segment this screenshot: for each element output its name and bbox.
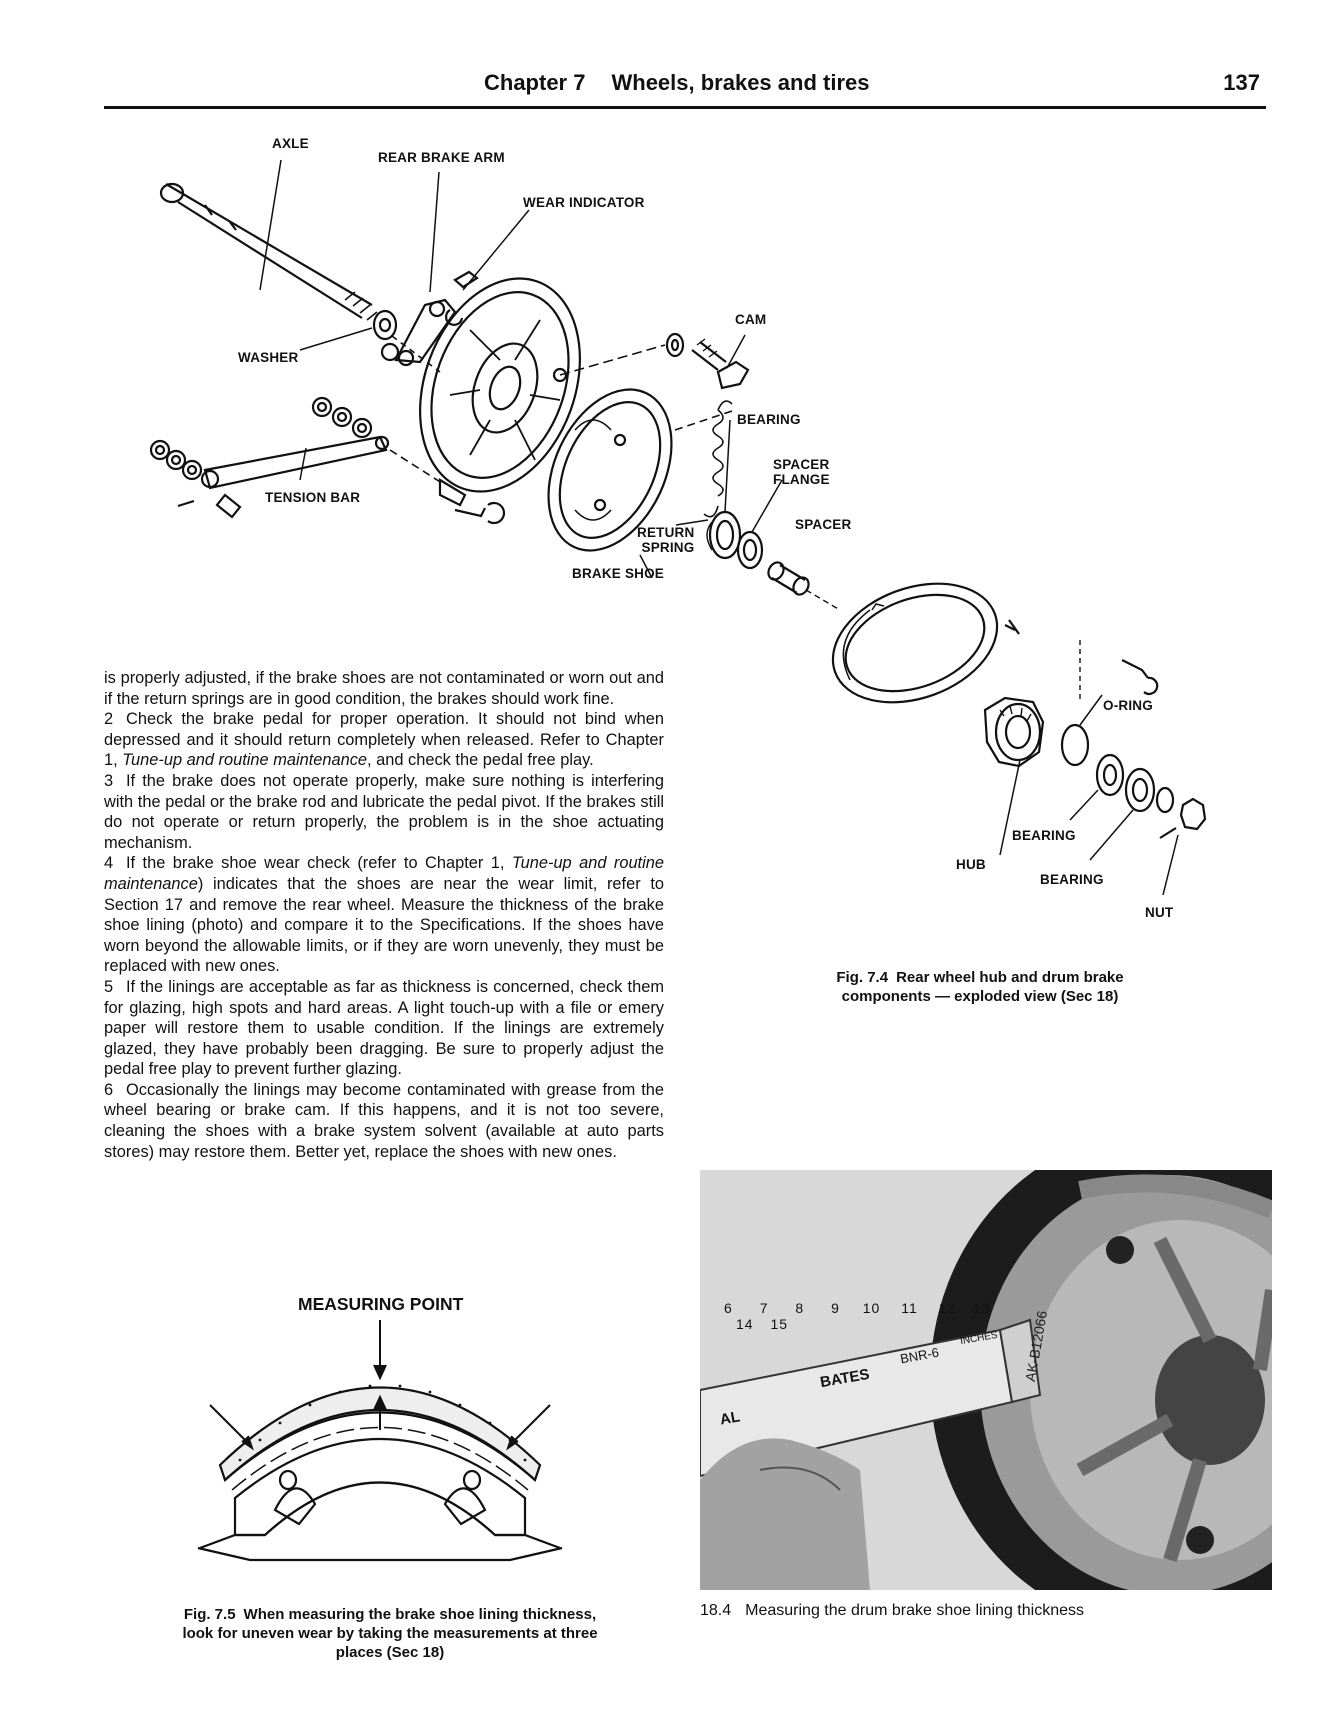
label-washer: WASHER [238, 350, 299, 365]
ruler-mark: 7 [759, 1300, 769, 1316]
ruler-mark: 15 [770, 1316, 789, 1332]
fig-7-5-text: When measuring the brake shoe lining thi… [182, 1606, 598, 1661]
ruler-print-al: AL [718, 1408, 742, 1429]
paragraph-5-text: If the linings are acceptable as far as … [104, 977, 664, 1079]
paragraph-5-number: 5 [104, 977, 114, 996]
ruler-mark: 12 [938, 1300, 957, 1316]
ruler-mark: 14 [736, 1316, 754, 1332]
brake-shoe-part [547, 388, 673, 552]
measuring-point-label: MEASURING POINT [298, 1294, 464, 1314]
photo-measuring-lining: 6 7 8 9 10 11 12 13 14 15 BATES BNR-6 IN… [700, 1170, 1272, 1590]
page-number: 137 [1223, 70, 1260, 95]
bearing-part [706, 510, 742, 560]
label-bearing-2: BEARING [1012, 828, 1076, 843]
washer-part [372, 309, 398, 341]
ruler-mark: 10 [862, 1300, 881, 1316]
label-return-spring: RETURN SPRING [637, 525, 695, 555]
photo-illustration [700, 1170, 1272, 1590]
paragraph-2-text-a: Check the brake pedal for proper operati… [104, 710, 664, 770]
photo-number: 18.4 [700, 1602, 732, 1619]
label-brake-shoe: BRAKE SHOE [572, 566, 665, 581]
nut-part [1159, 797, 1207, 839]
ruler-mark: 6 [724, 1300, 733, 1316]
paragraph-2-reference: Tune-up and routine maintenance [122, 751, 368, 770]
label-tension-bar: TENSION BAR [265, 490, 361, 505]
hub-part [983, 696, 1045, 768]
label-rear-brake-arm: REAR BRAKE ARM [378, 150, 505, 165]
page-header: Chapter 7 Wheels, brakes and tires 137 [104, 62, 1266, 109]
ruler-mark: 9 [831, 1300, 840, 1316]
label-bearing-3: BEARING [1040, 872, 1104, 887]
label-o-ring: O-RING [1103, 698, 1153, 713]
cam-part [665, 332, 750, 390]
label-spacer-flange: SPACER FLANGE [773, 457, 830, 487]
ruler-mark: 13 [973, 1300, 991, 1316]
paragraph-4: 4 If the brake shoe wear check (refer to … [104, 853, 664, 977]
chapter-heading: Chapter 7 Wheels, brakes and tires [484, 70, 869, 96]
fig-7-4-text: Rear wheel hub and drum brake components… [841, 969, 1124, 1005]
photo-text: Measuring the drum brake shoe lining thi… [745, 1602, 1084, 1619]
fig-7-5-diagram [197, 1320, 563, 1562]
paragraph-2-text-b: , and check the pedal free play. [367, 751, 594, 770]
rear-brake-arm-part [380, 298, 457, 367]
paragraph-3-number: 3 [104, 771, 114, 790]
o-ring-part [1060, 723, 1090, 767]
spacer-flange-part [736, 530, 764, 570]
label-axle: AXLE [272, 136, 309, 151]
ruler-mark: 8 [795, 1300, 805, 1316]
label-wear-indicator: WEAR INDICATOR [523, 195, 645, 210]
label-bearing-1: BEARING [737, 412, 801, 427]
photo-caption: 18.4 Measuring the drum brake shoe lining… [700, 1602, 1084, 1620]
chapter-title: Wheels, brakes and tires [611, 70, 870, 95]
ruler-mark: 11 [901, 1300, 918, 1316]
paragraph-intro: is properly adjusted, if the brake shoes… [104, 669, 664, 708]
label-cam: CAM [735, 312, 767, 327]
tension-bar-part [177, 435, 390, 519]
drum-part [831, 582, 999, 704]
paragraph-6-text: Occasionally the linings may become cont… [104, 1080, 664, 1161]
paragraph-4-number: 4 [104, 854, 114, 873]
paragraph-6-number: 6 [104, 1080, 114, 1099]
ruler-marks: 6 7 8 9 10 11 12 13 14 15 [724, 1300, 1024, 1332]
paragraph-4-text-a: If the brake shoe wear check (refer to C… [126, 854, 512, 873]
spacer-part [767, 561, 841, 611]
axle-part [159, 182, 378, 321]
fig-7-4-number: Fig. 7.4 [836, 969, 889, 986]
nuts-part [149, 396, 373, 481]
label-spacer: SPACER [795, 517, 852, 532]
chapter-number: Chapter 7 [484, 70, 586, 95]
paragraph-3-text: If the brake does not operate properly, … [104, 771, 664, 852]
paragraph-4-text-b: ) indicates that the shoes are near the … [104, 874, 664, 976]
paragraph-4-reference: Tune-up and routine maintenance [104, 854, 664, 893]
brake-panel-part [419, 277, 581, 507]
hub-bearings-part [1095, 753, 1175, 814]
fig-7-4-diagram [149, 159, 1207, 896]
label-hub: HUB [956, 857, 986, 872]
fig-7-5-number: Fig. 7.5 [183, 1606, 236, 1623]
label-nut: NUT [1145, 905, 1174, 920]
paragraph-2-number: 2 [104, 710, 114, 729]
return-spring-part [703, 400, 733, 518]
body-text: is properly adjusted, if the brake shoes… [104, 668, 664, 1162]
